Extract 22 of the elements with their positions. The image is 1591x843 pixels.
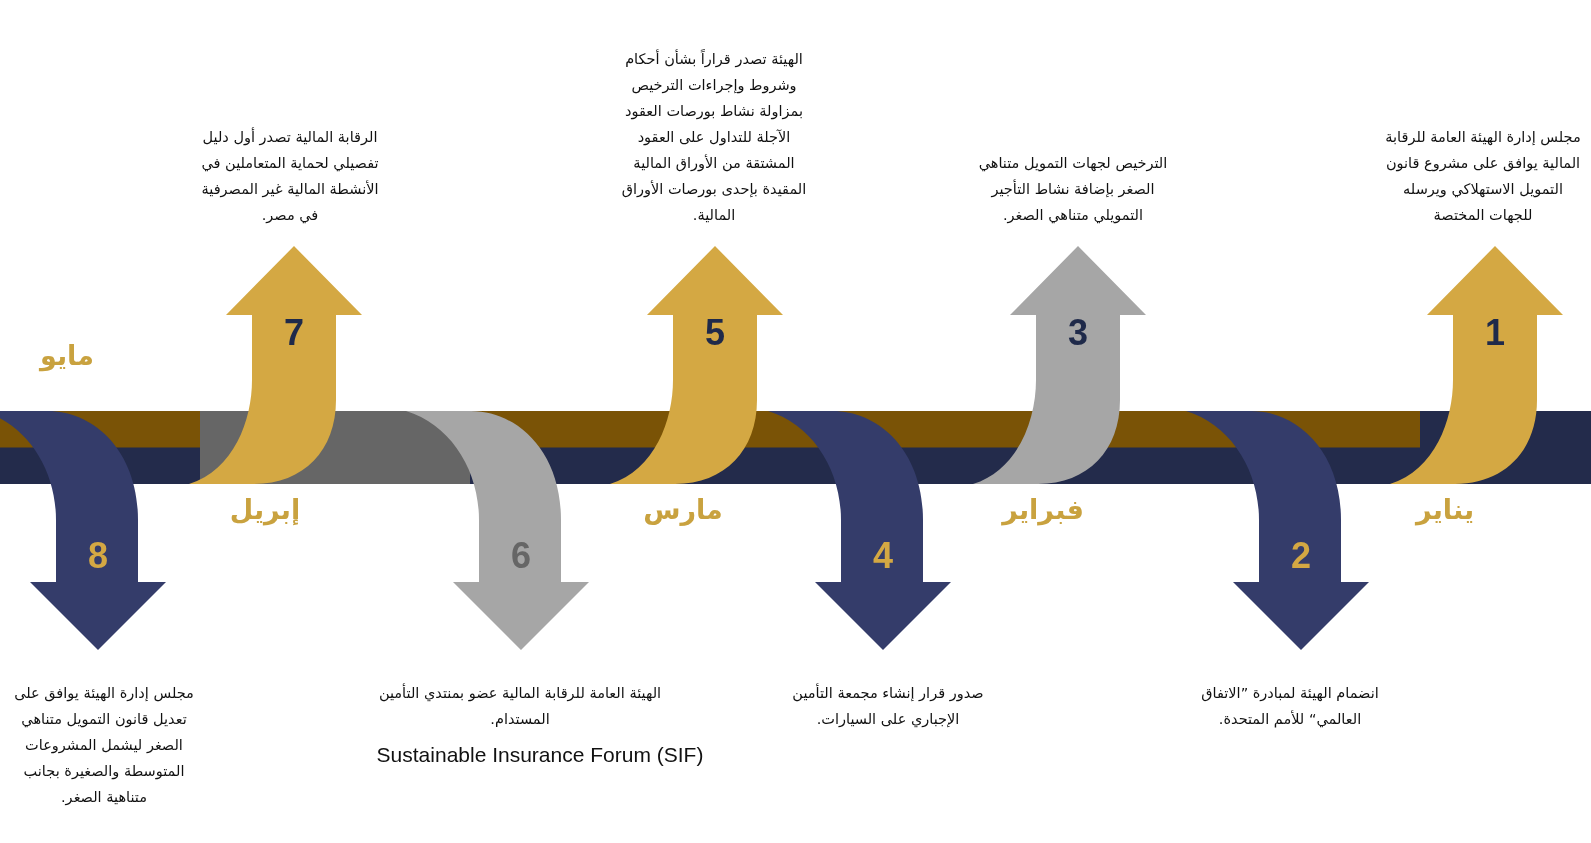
step-number: 2 xyxy=(1291,538,1311,574)
step-number: 6 xyxy=(511,538,531,574)
step-number: 3 xyxy=(1068,315,1088,351)
month-label: يناير xyxy=(1415,494,1475,525)
month-label: فبراير xyxy=(1002,494,1084,525)
event-description: الترخيص لجهات التمويل متناهي الصغر بإضافة نشاط التأجير التمويلي متناهي الصغر. xyxy=(977,154,1169,226)
event-description: الهيئة تصدر قراراً بشأن أحكام وشروط وإجراءات الترخيص بمزاولة نشاط بورصات العقود الآجلة للتداول على العقود المشتقة من الأوراق المالية المقيدة بإحدى بورصات الأوراق المالية. xyxy=(621,48,807,225)
step-number: 4 xyxy=(873,538,893,574)
month-label: مايو xyxy=(40,340,94,371)
step-number: 7 xyxy=(284,315,304,351)
step-number: 8 xyxy=(88,538,108,574)
event-description: الرقابة المالية تصدر أول دليل تفصيلي لحماية المتعاملين في الأنشطة المالية غير المصرفية في مصر. xyxy=(200,126,380,226)
step-number: 1 xyxy=(1485,315,1505,351)
event-description: انضمام الهيئة لمبادرة ”الاتفاق العالمي“ للأمم المتحدة. xyxy=(1200,684,1380,730)
event-description: مجلس إدارة الهيئة العامة للرقابة المالية يوافق على مشروع قانون التمويل الاستهلاكي ويرسله للجهات المختصة xyxy=(1384,128,1582,225)
step-number: 5 xyxy=(705,315,725,351)
event-description: مجلس إدارة الهيئة يوافق على تعديل قانون التمويل متناهي الصغر ليشمل المشروعات المتوسطة والصغيرة بجانب متناهية الصغر. xyxy=(13,684,195,808)
month-label: مارس xyxy=(643,494,723,525)
event-description: صدور قرار إنشاء مجمعة التأمين الإجباري على السيارات. xyxy=(791,682,985,730)
event-description: Sustainable Insurance Forum (SIF) xyxy=(376,743,704,767)
event-description: الهيئة العامة للرقابة المالية عضو بمنتدي التأمين المستدام. xyxy=(377,682,663,729)
month-label: إبريل xyxy=(229,494,301,525)
